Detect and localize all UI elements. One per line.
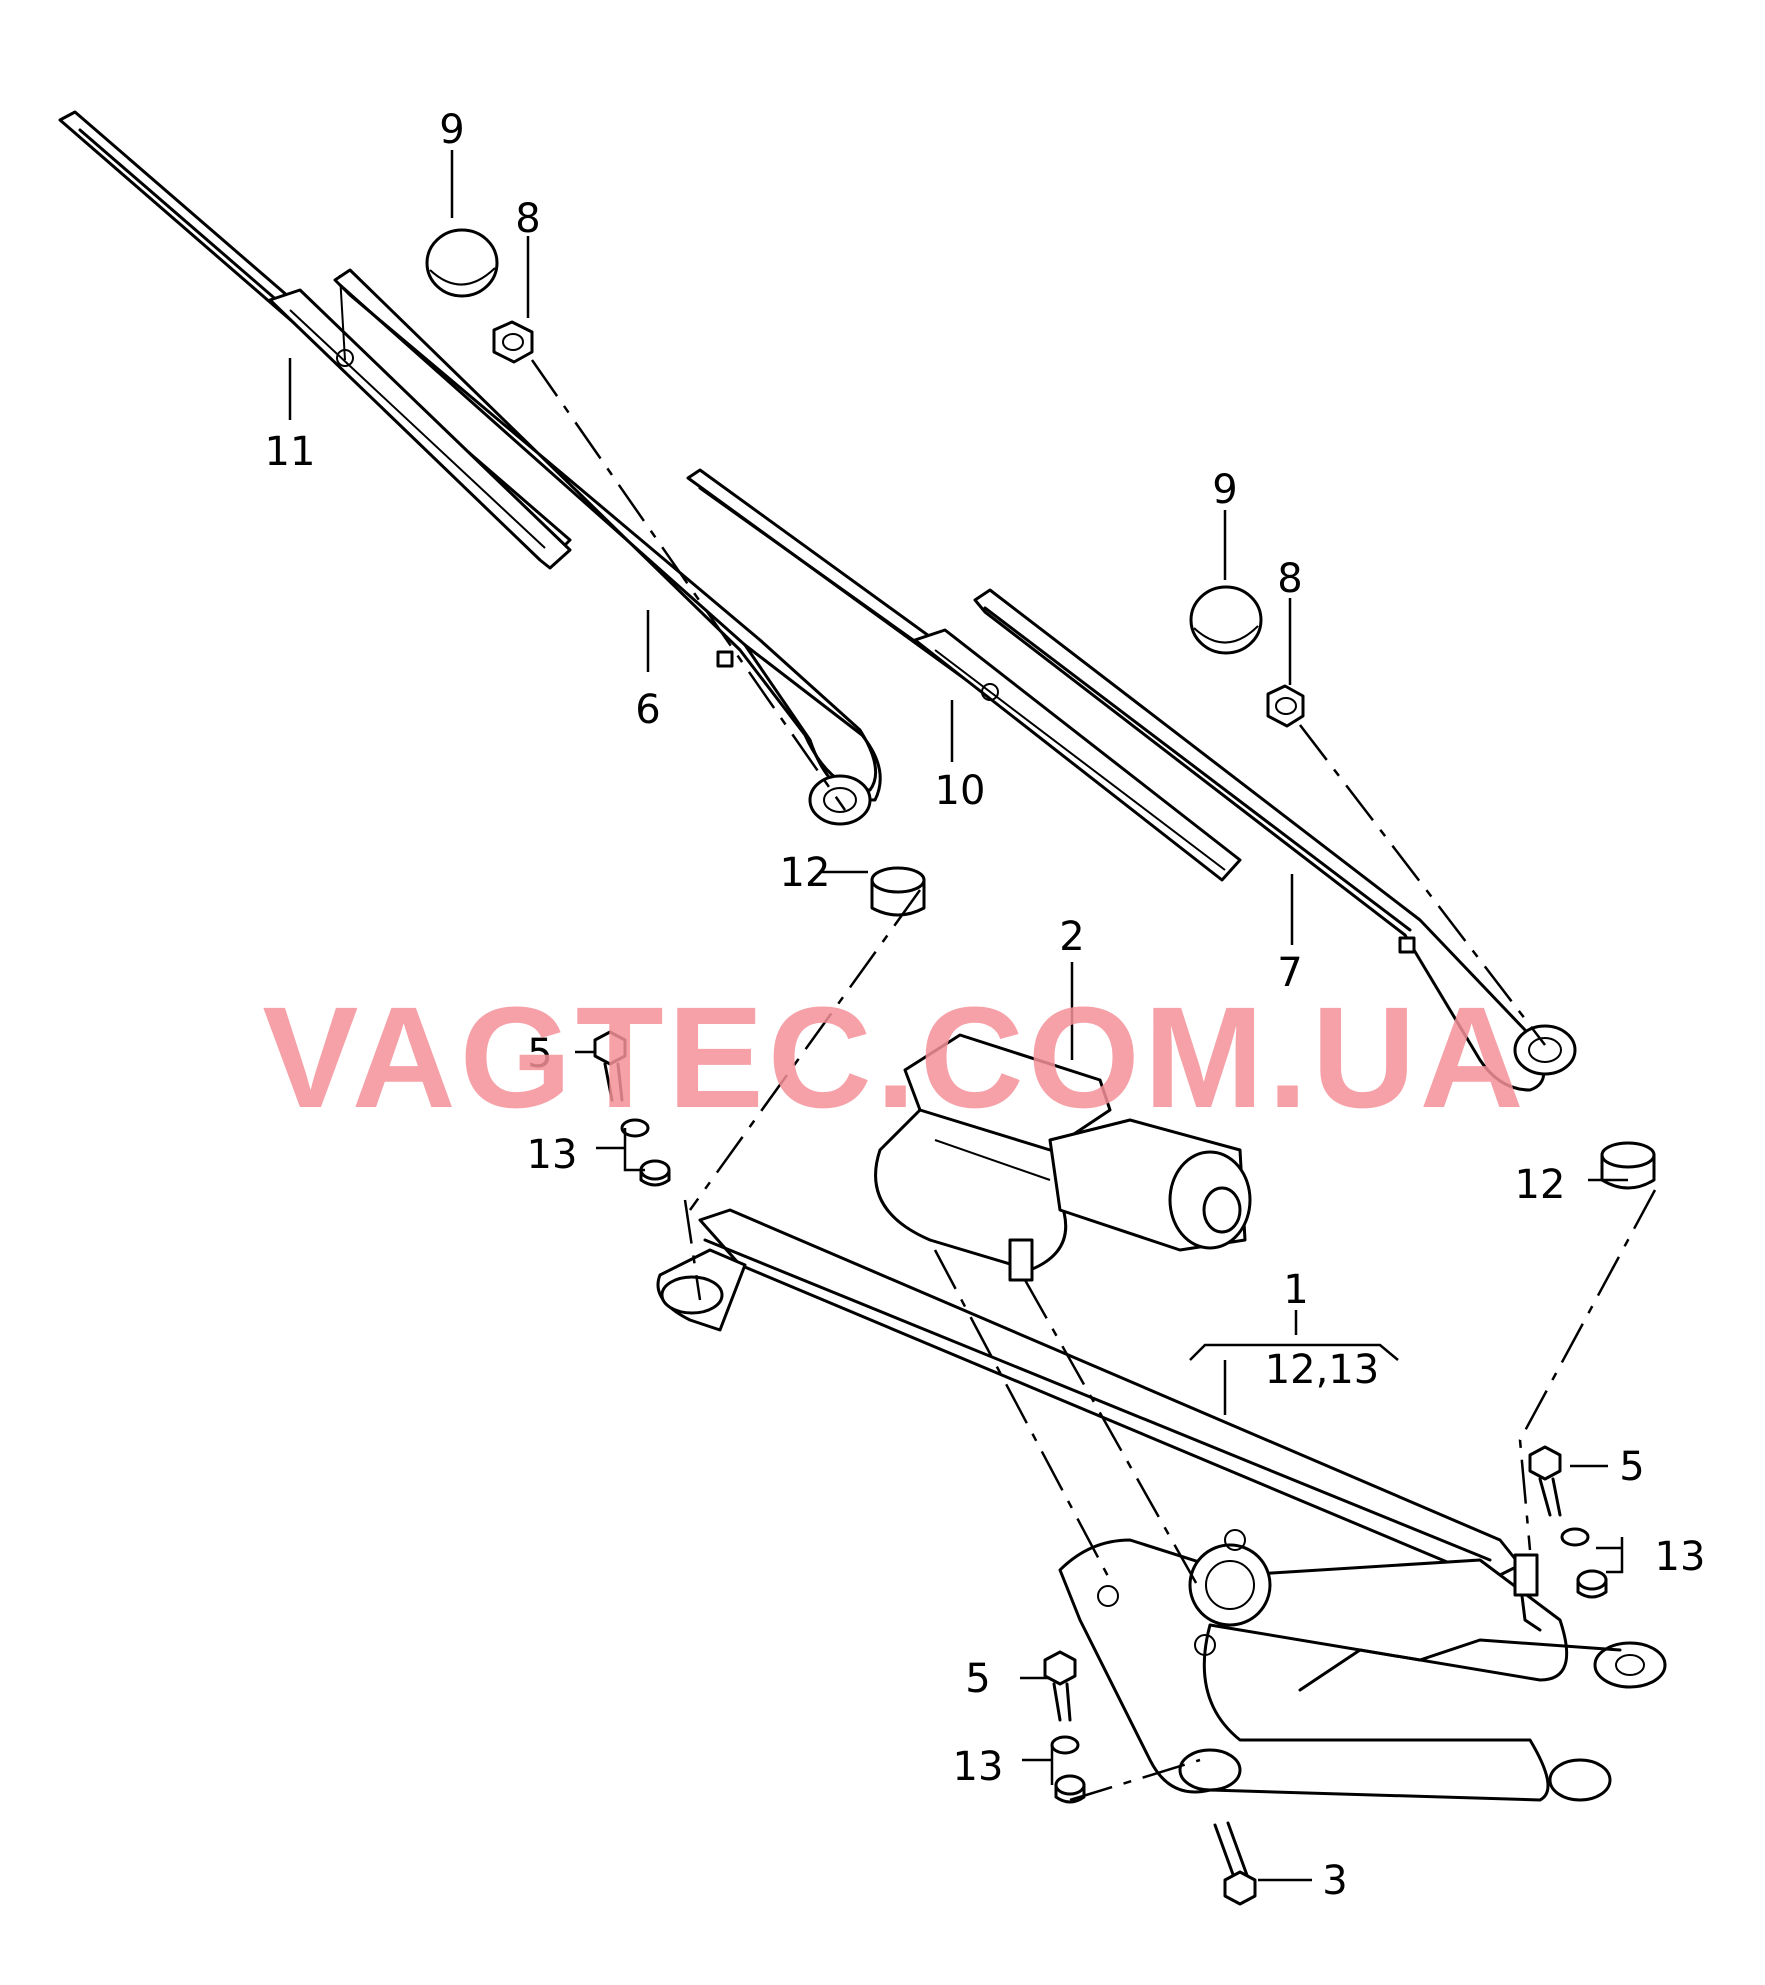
callout-3: 3 [1322,1858,1347,1904]
callout-11: 11 [265,429,316,475]
axis-line-right-arm [1299,724,1546,1046]
callout-8-right: 8 [1277,556,1302,602]
bolt-5-right [1528,1445,1562,1517]
callout-5-left: 5 [527,1031,552,1077]
washer-13-bottom [1050,1735,1086,1804]
callout-1: 1 [1283,1267,1308,1313]
wiper-blade-left [58,110,572,570]
wiper-linkage-frame [656,1208,1667,1802]
callout-1-sub: 12,13 [1265,1347,1380,1393]
bushing-left [870,866,926,917]
callout-13-bottom: 13 [953,1744,1004,1790]
wiper-arm-right [973,588,1577,1092]
cap-left [425,228,499,298]
watermark-text: VAGTEC.COM.UA [262,977,1527,1138]
bolt-5-left [593,1030,627,1102]
callout-9-left: 9 [439,107,464,153]
axis-line-motor-b [1023,1279,1202,1591]
callout-2: 2 [1059,914,1084,960]
callout-6: 6 [635,687,660,733]
axis-line-bottom [1069,1758,1201,1802]
axis-line-motor-a [933,1249,1112,1581]
callout-8-left: 8 [515,196,540,242]
callout-13-left: 13 [527,1132,578,1178]
nut-left [492,320,534,364]
washer-13-left [620,1118,671,1187]
callout-12-right: 12 [1515,1162,1566,1208]
axis-line-left-spindle [683,889,922,1301]
axis-line-left-arm [530,359,847,811]
callout-12-left: 12 [780,850,831,896]
callout-5-right: 5 [1619,1444,1644,1490]
wiper-arm-left [333,268,882,826]
nut-right [1266,684,1305,728]
bolt-3 [1213,1821,1257,1906]
callout-10: 10 [935,768,986,814]
callout-5-bottom: 5 [965,1656,990,1702]
wiper-motor [874,1033,1252,1282]
bolt-5-bottom [1043,1650,1077,1722]
washer-13-right [1560,1527,1608,1599]
callout-13-right: 13 [1655,1534,1706,1580]
leader-lines [288,150,1628,1882]
axis-line-right-spindle [1518,1189,1657,1551]
callout-9-right: 9 [1212,467,1237,513]
callout-7: 7 [1277,950,1302,996]
wiper-blade-right [686,468,1242,882]
